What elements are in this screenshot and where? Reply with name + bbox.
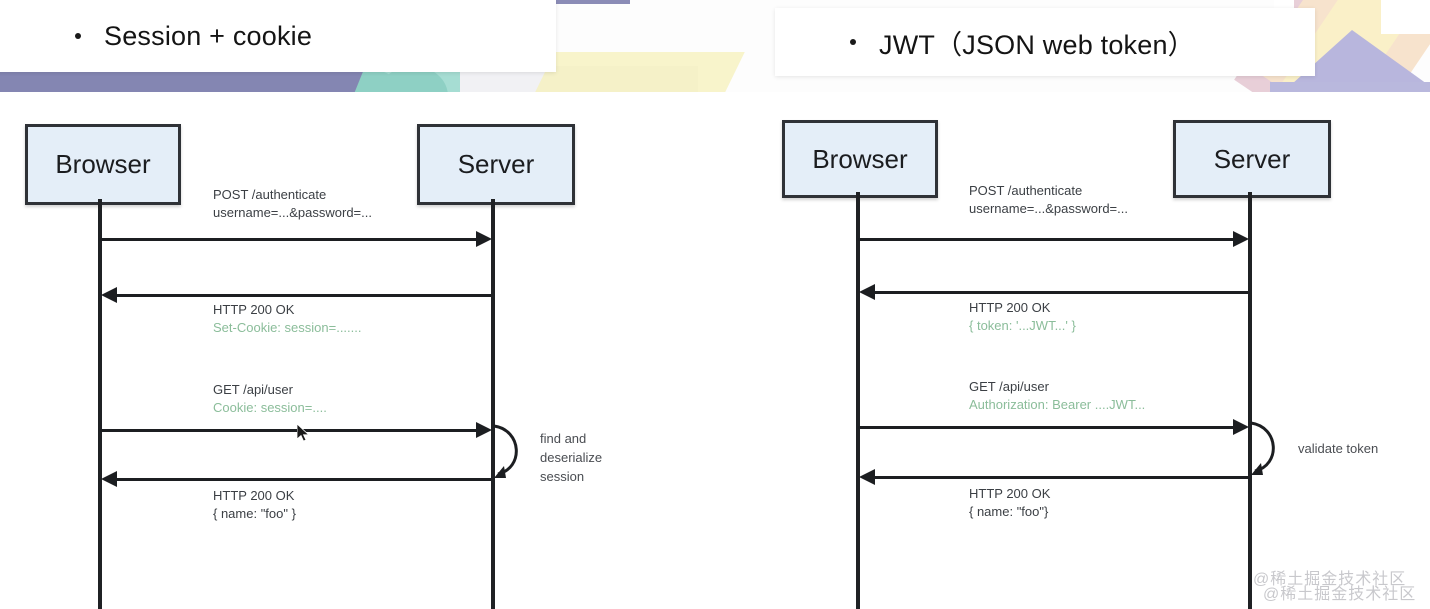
deco-white-mask-1: [1381, 0, 1430, 34]
right-title-text: JWT（JSON web token）: [879, 29, 1195, 60]
message-line: HTTP 200 OK: [969, 486, 1051, 501]
lifeline-server: [1248, 192, 1252, 609]
message-label: GET /api/user Cookie: session=....: [213, 381, 327, 417]
arrow-head-right-icon: [1233, 231, 1249, 247]
left-sequence-diagram: Browser Server POST /authenticate userna…: [0, 92, 715, 609]
actor-box-browser: Browser: [782, 120, 938, 198]
arrow-head-left-icon: [101, 287, 117, 303]
message-label: POST /authenticate username=...&password…: [213, 186, 372, 222]
self-loop-arrow-icon: [1250, 421, 1275, 475]
left-title-card: Session + cookie: [0, 0, 556, 72]
message-line: { name: "foo" }: [213, 506, 296, 521]
arrow-head-right-icon: [476, 231, 492, 247]
message-line: Set-Cookie: session=.......: [213, 320, 362, 335]
message-arrow-line: [858, 238, 1239, 241]
message-arrow-line: [874, 476, 1248, 479]
message-label: POST /authenticate username=...&password…: [969, 182, 1128, 218]
message-label: HTTP 200 OK { name: "foo" }: [213, 487, 296, 523]
message-arrow-line: [858, 426, 1239, 429]
message-label: HTTP 200 OK { name: "foo"}: [969, 485, 1050, 521]
mouse-cursor-icon: [297, 424, 310, 442]
message-line: username=...&password=...: [213, 205, 372, 220]
deco-yellow-wedge: [535, 52, 745, 92]
message-line: { token: '...JWT...' }: [969, 318, 1076, 333]
left-title-text: Session + cookie: [104, 20, 313, 51]
actor-box-server: Server: [1173, 120, 1331, 198]
message-arrow-line: [116, 294, 491, 297]
actor-label-server: Server: [1213, 143, 1291, 174]
lifeline-browser: [98, 199, 102, 609]
actor-box-server: Server: [417, 124, 575, 205]
actor-label-browser: Browser: [812, 143, 908, 174]
arrow-head-right-icon: [1233, 419, 1249, 435]
message-line: Cookie: session=....: [213, 400, 327, 415]
arrow-head-left-icon: [859, 469, 875, 485]
deco-purple-bottom-bar: [1270, 82, 1430, 92]
message-line: POST /authenticate: [213, 187, 327, 202]
message-label: GET /api/user Authorization: Bearer ....…: [969, 378, 1145, 414]
message-line: HTTP 200 OK: [213, 488, 295, 503]
message-line: HTTP 200 OK: [213, 302, 295, 317]
message-line: username=...&password=...: [969, 201, 1128, 216]
lifeline-server: [491, 199, 495, 609]
right-title-bullet-row: JWT（JSON web token）: [850, 23, 1195, 62]
lifeline-browser: [856, 192, 860, 609]
self-note-text: validate token: [1298, 441, 1379, 456]
actor-label-server: Server: [457, 149, 535, 179]
message-line: GET /api/user: [213, 382, 293, 397]
message-label: HTTP 200 OK Set-Cookie: session=.......: [213, 301, 361, 337]
actor-box-browser: Browser: [25, 124, 181, 205]
actor-label-browser: Browser: [55, 149, 151, 179]
message-line: Authorization: Bearer ....JWT...: [969, 397, 1146, 412]
self-note-text: find and deserialize session: [540, 431, 603, 484]
left-title-bullet-row: Session + cookie: [75, 21, 312, 52]
right-title-card: JWT（JSON web token）: [775, 8, 1315, 76]
arrow-head-left-icon: [859, 284, 875, 300]
arrow-head-right-icon: [476, 422, 492, 438]
watermark-line-2: @稀土掘金技术社区: [1263, 586, 1417, 603]
message-line: { name: "foo"}: [969, 504, 1049, 519]
arrow-head-left-icon: [101, 471, 117, 487]
right-sequence-diagram: Browser Server POST /authenticate userna…: [715, 92, 1430, 609]
bullet-point-icon: [850, 39, 856, 45]
message-arrow-line: [100, 238, 482, 241]
bullet-point-icon: [75, 33, 81, 39]
message-line: HTTP 200 OK: [969, 300, 1051, 315]
message-line: GET /api/user: [969, 379, 1049, 394]
self-loop-arrow-icon: [493, 424, 518, 478]
message-arrow-line: [100, 429, 482, 432]
message-line: POST /authenticate: [969, 183, 1083, 198]
watermark-line-1: @稀土掘金技术社区: [1253, 571, 1407, 588]
message-label: HTTP 200 OK { token: '...JWT...' }: [969, 299, 1076, 335]
message-arrow-line: [874, 291, 1248, 294]
message-arrow-line: [116, 478, 491, 481]
